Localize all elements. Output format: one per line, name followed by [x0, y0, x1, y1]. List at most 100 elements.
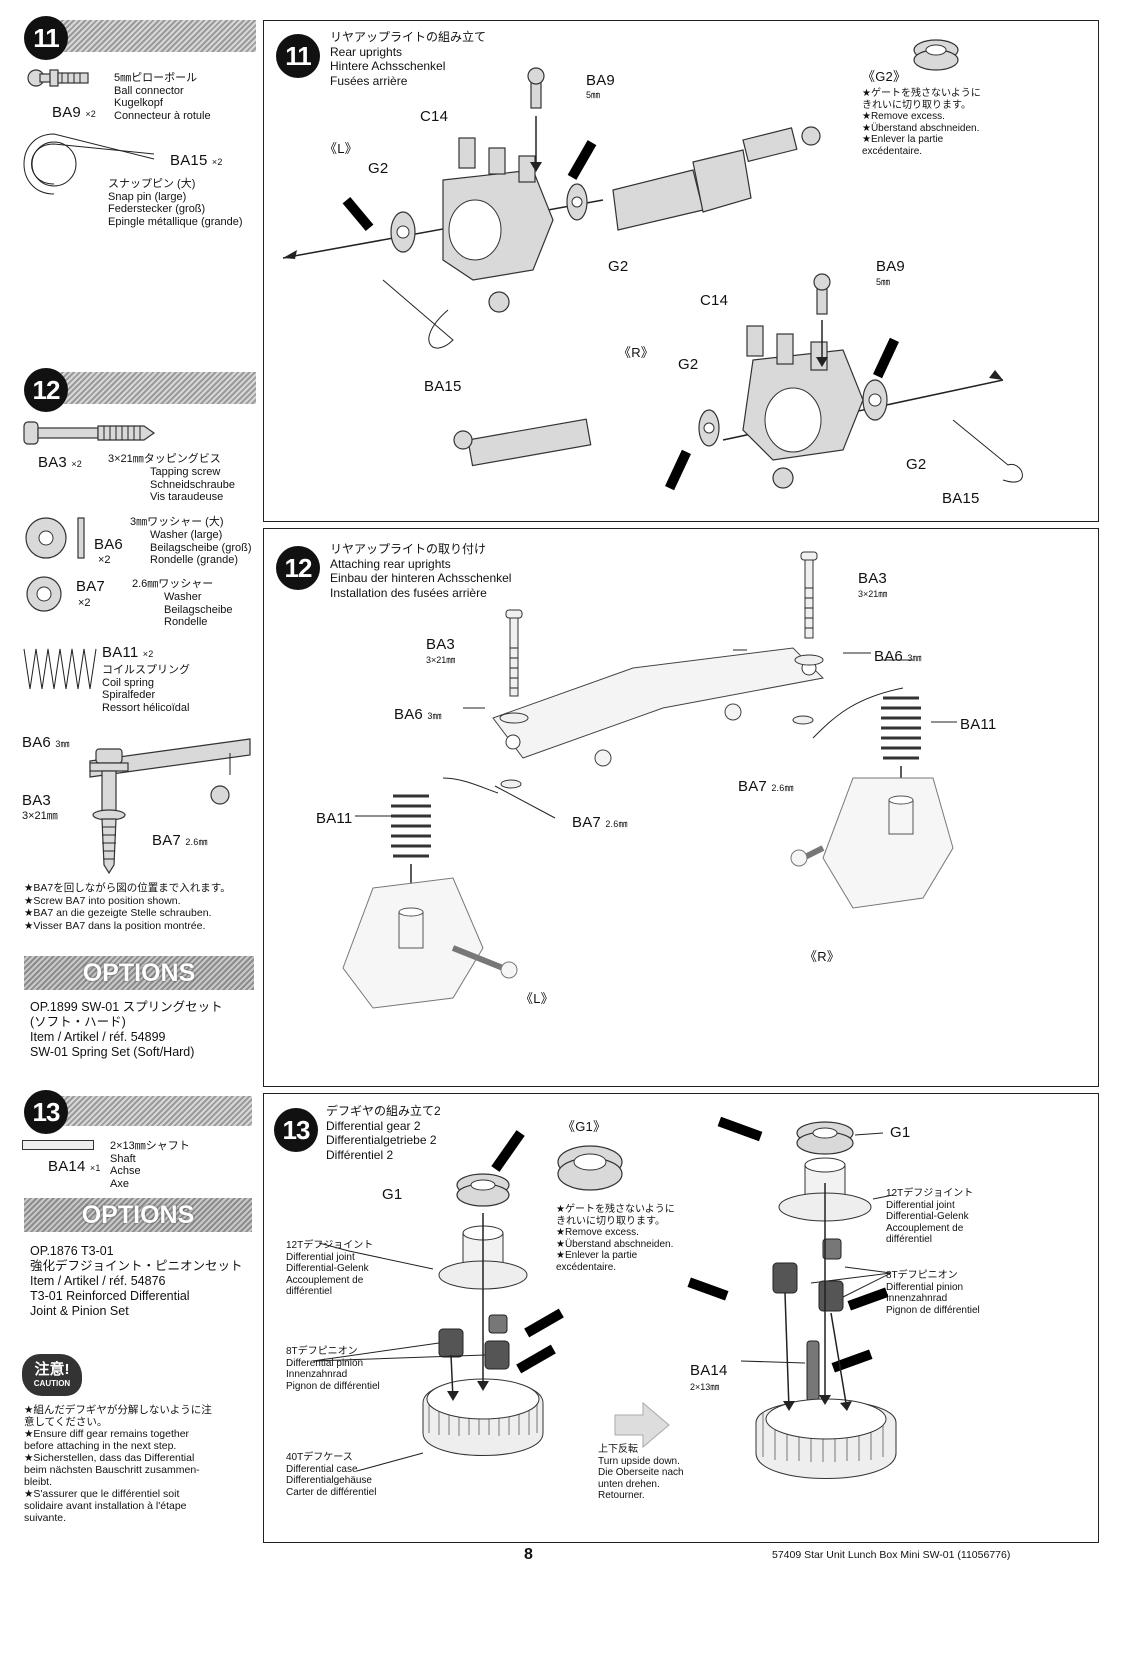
p11-L-label: 《L》: [324, 141, 358, 156]
ba11-coil-spring-icon: [23, 648, 97, 690]
p13-ba14-size: 2×13㎜: [690, 1382, 720, 1392]
detail-ba3-label: BA3: [22, 792, 51, 809]
step11-header-bar: [56, 20, 256, 52]
ba3-tapping-screw-icon: [23, 421, 156, 445]
ba14-shaft-icon: [22, 1140, 94, 1150]
panel-step13: [263, 1093, 1099, 1543]
p12-ba3-left-size: 3×21㎜: [426, 655, 456, 665]
caution-badge: 注意! CAUTION: [22, 1354, 82, 1396]
p11-g2-far-right-label: G2: [906, 456, 927, 473]
panel11-title: リヤアップライトの組み立て Rear uprights Hintere Achs…: [330, 30, 487, 88]
caution-text: ★組んだデフギヤが分解しないように注 意してください。 ★Ensure diff…: [24, 1404, 212, 1524]
detail-ba3-size: 3×21㎜: [22, 810, 58, 822]
step12-options-text: OP.1899 SW-01 スプリングセット (ソフト・ハード) Item / …: [30, 1000, 223, 1059]
ba7-washer-icon: [26, 576, 62, 612]
panel12-title: リヤアップライトの取り付け Attaching rear uprights Ei…: [330, 542, 512, 600]
ba7-code: BA7: [76, 578, 105, 595]
p11-g2-mid-label: G2: [608, 258, 629, 275]
panel12-step-number: 12: [276, 546, 320, 590]
footer-model-text: 57409 Star Unit Lunch Box Mini SW-01 (11…: [772, 1549, 1011, 1561]
g2-inset-title: 《G2》: [862, 69, 907, 84]
ba7-description: Washer Beilagscheibe Rondelle: [164, 591, 233, 628]
p13-pinion-left-label: 8Tデフピニオン Differential pinion Innenzahnra…: [286, 1346, 380, 1392]
p12-upright-attachment-diagram: [342, 551, 957, 1009]
step12-options-banner: OPTIONS: [24, 956, 254, 990]
ba9-ball-connector-icon: [27, 69, 89, 87]
ba3-description: Tapping screw Schneidschraube Vis taraud…: [150, 466, 236, 503]
p11-R-label: 《R》: [618, 345, 654, 360]
p11-ba9-right-size: 5㎜: [876, 277, 891, 287]
ba6-qty: ×2: [98, 554, 111, 566]
ba6-description: Washer (large) Beilagscheibe (groß) Rond…: [150, 529, 252, 566]
ba7-size-jp: 2.6㎜ワッシャー: [132, 578, 214, 590]
panel-step11: [263, 20, 1099, 522]
ba3-size-jp: 3×21㎜タッピングビス: [108, 453, 221, 465]
ba6-size-jp: 3㎜ワッシャー (大): [130, 516, 224, 528]
ba15-code: BA15 ×2: [170, 152, 223, 169]
p12-ba11-left-label: BA11: [316, 810, 353, 827]
page-number: 8: [524, 1546, 533, 1563]
p12-L-label: 《L》: [520, 991, 554, 1006]
p12-ba3-left-label: BA3: [426, 636, 455, 653]
detail-ba6-label: BA6 3㎜: [22, 734, 70, 751]
p11-rear-upright-assembly-diagram: [282, 67, 1023, 491]
p13-pinion-right-label: 8Tデフピニオン Differential pinion Innenzahnra…: [886, 1270, 980, 1316]
p13-case-label: 40Tデフケース Differential case Differentialg…: [286, 1452, 377, 1498]
p11-c14-right-label: C14: [700, 292, 729, 309]
p12-ba11-right-label: BA11: [960, 716, 997, 733]
p13-flip-label: 上下反転 Turn upside down. Die Oberseite nac…: [598, 1444, 684, 1501]
p11-ba15-right-label: BA15: [942, 490, 980, 507]
ba7-detail-diagram: [89, 738, 251, 875]
detail-ba7-label: BA7 2.6㎜: [152, 832, 208, 849]
step13-number: 13: [24, 1090, 68, 1134]
p12-ba3-right-label: BA3: [858, 570, 887, 587]
ba15-snap-pin-icon: [23, 133, 155, 195]
ba9-code: BA9 ×2: [52, 104, 96, 121]
p12-R-label: 《R》: [804, 949, 840, 964]
p13-g1-left-label: G1: [382, 1186, 403, 1203]
step12-note: ★BA7を回しながら図の位置まで入れます。 ★Screw BA7 into po…: [24, 882, 231, 932]
g1-inset-text: ★ゲートを残さないように きれいに切り取ります。 ★Remove excess.…: [556, 1204, 675, 1273]
panel13-title: デフギヤの組み立て2 Differential gear 2 Different…: [326, 1104, 441, 1162]
step13-options-banner: OPTIONS: [24, 1198, 252, 1232]
panel11-step-number: 11: [276, 34, 320, 78]
p12-ba6-left-label: BA6 3㎜: [394, 706, 442, 723]
g1-bearing-inset-icon: [557, 1145, 623, 1191]
ba11-description: コイルスプリング Coil spring Spiralfeder Ressort…: [102, 664, 190, 714]
ba14-code: BA14 ×1: [48, 1158, 101, 1175]
step12-number: 12: [24, 368, 68, 412]
p11-ba9-right-label: BA9: [876, 258, 905, 275]
p12-ba7-left-label: BA7 2.6㎜: [572, 814, 628, 831]
p13-differential-assembly-diagram: [312, 1116, 897, 1479]
panel-step12: [263, 528, 1099, 1087]
p11-c14-top-label: C14: [420, 108, 449, 125]
ba9-description: 5㎜ピローボール Ball connector Kugelkopf Connec…: [114, 72, 211, 122]
p12-ba3-right-size: 3×21㎜: [858, 589, 888, 599]
p13-ba14-label: BA14: [690, 1362, 728, 1379]
p11-ba9-top-label: BA9: [586, 72, 615, 89]
p11-ba15-left-label: BA15: [424, 378, 462, 395]
ba7-qty: ×2: [78, 597, 91, 609]
p11-g2-left-label: G2: [368, 160, 389, 177]
p11-ba9-top-size: 5㎜: [586, 90, 601, 100]
p12-ba6-right-label: BA6 3㎜: [874, 648, 922, 665]
ba6-code: BA6: [94, 536, 123, 553]
p13-joint-right-label: 12Tデフジョイント Differential joint Differenti…: [886, 1188, 974, 1245]
ba6-washer-icon: [25, 517, 85, 559]
g2-inset-text: ★ゲートを残さないように きれいに切り取ります。 ★Remove excess.…: [862, 88, 981, 157]
step12-header-bar: [56, 372, 256, 404]
p12-ba7-right-label: BA7 2.6㎜: [738, 778, 794, 795]
step13-header-bar: [56, 1096, 252, 1126]
caution-badge-jp: 注意!: [34, 1361, 70, 1378]
step13-options-text: OP.1876 T3-01 強化デフジョイント・ピニオンセット Item / A…: [30, 1244, 243, 1318]
step11-number: 11: [24, 16, 68, 60]
g2-bearing-inset-icon: [913, 39, 959, 71]
ba11-code: BA11 ×2: [102, 644, 154, 661]
panel13-step-number: 13: [274, 1108, 318, 1152]
g1-inset-title: 《G1》: [562, 1119, 607, 1134]
p13-g1-right-label: G1: [890, 1124, 911, 1141]
ba14-description: 2×13㎜シャフト Shaft Achse Axe: [110, 1140, 190, 1190]
p11-g2-right-label: G2: [678, 356, 699, 373]
ba3-code: BA3 ×2: [38, 454, 82, 471]
ba15-description: スナップピン (大) Snap pin (large) Federstecker…: [108, 178, 243, 228]
